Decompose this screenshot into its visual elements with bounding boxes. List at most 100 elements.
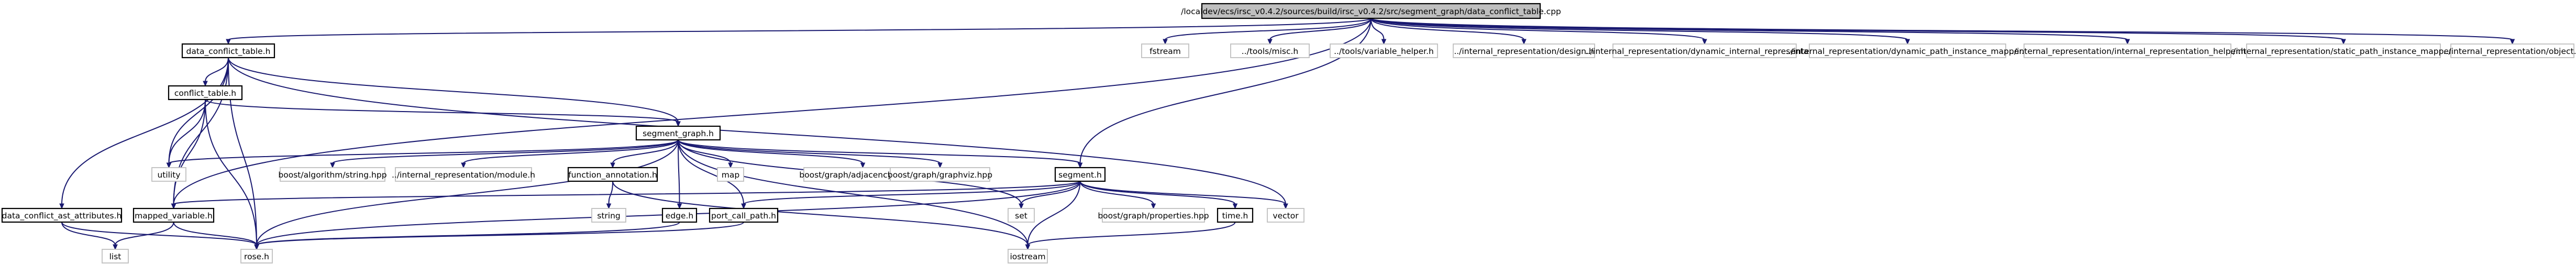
edge-segment-h-to-boost-graph-properties-hpp xyxy=(1079,181,1154,205)
edge-segment-graph-h-to-ir-module-h xyxy=(463,139,679,164)
node-set: set xyxy=(1008,208,1035,223)
node-root[interactable]: /localdev/ecs/irsc_v0.4.2/sources/build/… xyxy=(1181,3,1561,19)
edge-arrowhead-fstream xyxy=(1163,39,1168,45)
edge-segment-graph-h-to-boost-graph-adjacency-list-hpp xyxy=(678,139,864,164)
edge-segment-graph-h-to-iostream xyxy=(678,139,1029,246)
node-box-iostream xyxy=(1008,249,1048,263)
node-mapped-variable-h[interactable]: mapped_variable.h xyxy=(132,207,215,223)
node-data-conflict-ast-attributes-h[interactable]: data_conflict_ast_attributes.h xyxy=(1,207,123,223)
edge-arrowhead-tools-variable-helper-h xyxy=(1381,39,1387,45)
node-ir-dynamic-path-instance-mapper-h: ../internal_representation/dynamic_path_… xyxy=(1786,43,2029,58)
edge-conflict-table-h-to-utility xyxy=(168,99,206,164)
node-segment-h[interactable]: segment.h xyxy=(1054,167,1106,182)
edge-segment-graph-h-to-segment-h xyxy=(678,139,1081,164)
node-iostream: iostream xyxy=(1008,249,1048,263)
node-rose-h: rose.h xyxy=(240,249,273,263)
node-label-ir-internal-representation-helper-h: ../internal_representation/internal_repr… xyxy=(2009,47,2246,57)
node-label-segment-graph-h: segment_graph.h xyxy=(643,129,714,139)
node-label-conflict-table-h: conflict_table.h xyxy=(174,89,236,98)
edge-arrowhead-mapped-variable-h xyxy=(171,203,176,210)
node-label-ir-design-h: ../internal_representation/design.h xyxy=(1454,47,1594,57)
node-box-segment-h xyxy=(1054,167,1106,182)
edge-arrowhead-string xyxy=(606,203,612,210)
edge-arrowhead-segment-graph-h xyxy=(676,121,681,127)
node-box-conflict-table-h xyxy=(168,85,243,101)
node-ir-dynamic-internal-representation: ../internal_representation/dynamic_inter… xyxy=(1585,43,1824,58)
node-ir-internal-representation-helper-h: ../internal_representation/internal_repr… xyxy=(2009,43,2246,58)
node-boost-graph-graphviz-hpp: boost/graph/graphviz.hpp xyxy=(888,167,992,182)
node-label-tools-variable-helper-h: ../tools/variable_helper.h xyxy=(1334,47,1434,57)
node-box-data-conflict-ast-attributes-h xyxy=(1,207,123,223)
node-box-boost-algorithm-string-hpp xyxy=(280,167,385,182)
edge-segment-h-to-time-h xyxy=(1079,181,1236,205)
node-data-conflict-table-h[interactable]: data_conflict_table.h xyxy=(181,43,275,59)
edge-data-conflict-table-h-to-utility xyxy=(168,57,229,164)
node-box-ir-internal-representation-helper-h xyxy=(2024,43,2231,58)
node-edge-h[interactable]: edge.h xyxy=(661,207,698,223)
node-box-function-annotation-h xyxy=(567,167,658,182)
edge-arrowhead-ir-dynamic-internal-representation xyxy=(1702,39,1707,45)
node-segment-graph-h[interactable]: segment_graph.h xyxy=(635,125,721,141)
node-box-fstream xyxy=(1141,43,1189,58)
edge-root-to-tools-misc-h xyxy=(1269,18,1372,40)
node-list: list xyxy=(102,249,129,263)
edge-arrowhead-boost-algorithm-string-hpp xyxy=(330,162,335,169)
edge-arrowhead-tools-misc-h xyxy=(1267,39,1273,45)
edge-time-h-to-iostream xyxy=(1027,222,1236,246)
node-label-boost-algorithm-string-hpp: boost/algorithm/string.hpp xyxy=(278,170,386,180)
edge-segment-h-to-mapped-variable-h xyxy=(173,181,1081,205)
node-ir-static-path-instance-mapper-h: ../internal_representation/static_path_i… xyxy=(2228,43,2459,58)
node-box-tools-misc-h xyxy=(1230,43,1310,58)
node-box-edge-h xyxy=(661,207,698,223)
node-box-tools-variable-helper-h xyxy=(1330,43,1438,58)
node-box-ir-dynamic-internal-representation xyxy=(1612,43,1797,58)
node-fstream: fstream xyxy=(1141,43,1189,58)
node-box-ir-dynamic-path-instance-mapper-h xyxy=(1809,43,2006,58)
node-box-ir-module-h xyxy=(395,167,532,182)
edge-arrowhead-rose-h xyxy=(254,244,259,250)
edge-segment-graph-h-to-boost-algorithm-string-hpp xyxy=(332,139,679,164)
node-label-map: map xyxy=(722,170,739,180)
edge-arrowhead-map xyxy=(728,162,733,169)
node-time-h[interactable]: time.h xyxy=(1217,207,1254,223)
node-port-call-path-h[interactable]: port_call_path.h xyxy=(709,207,779,223)
edge-arrowhead-iostream xyxy=(1025,244,1031,250)
edge-arrowhead-edge-h xyxy=(677,203,682,210)
node-label-vector: vector xyxy=(1273,211,1299,221)
node-label-ir-object-h: ../internal_representation/object.h xyxy=(2444,47,2576,57)
node-box-segment-graph-h xyxy=(635,125,721,141)
edge-data-conflict-ast-attributes-h-to-list xyxy=(61,222,116,246)
edge-root-to-fstream xyxy=(1165,18,1372,40)
node-box-port-call-path-h xyxy=(709,207,779,223)
node-box-boost-graph-graphviz-hpp xyxy=(890,167,990,182)
edge-data-conflict-table-h-to-segment-graph-h xyxy=(228,57,679,123)
edge-arrowhead-time-h xyxy=(1232,203,1238,210)
node-box-root xyxy=(1201,3,1541,19)
edge-segment-h-to-port-call-path-h xyxy=(743,181,1081,205)
node-label-ir-module-h: ../internal_representation/module.h xyxy=(392,170,535,180)
node-function-annotation-h[interactable]: function_annotation.h xyxy=(567,167,658,182)
node-box-ir-static-path-instance-mapper-h xyxy=(2246,43,2441,58)
node-conflict-table-h[interactable]: conflict_table.h xyxy=(168,85,243,101)
node-label-ir-static-path-instance-mapper-h: ../internal_representation/static_path_i… xyxy=(2228,47,2459,57)
node-label-tools-misc-h: ../tools/misc.h xyxy=(1242,47,1298,56)
edge-root-to-mapped-variable-h xyxy=(173,18,1372,205)
edge-conflict-table-h-to-mapped-variable-h xyxy=(173,99,206,205)
node-box-time-h xyxy=(1217,207,1254,223)
edge-root-to-ir-object-h xyxy=(1370,18,2513,40)
edge-arrowhead-ir-object-h xyxy=(2509,39,2515,45)
edge-arrowhead-set xyxy=(1019,203,1024,210)
node-ir-object-h: ../internal_representation/object.h xyxy=(2444,43,2576,58)
node-ir-design-h: ../internal_representation/design.h xyxy=(1453,43,1595,58)
node-label-iostream: iostream xyxy=(1010,252,1045,261)
node-label-set: set xyxy=(1015,211,1027,221)
edge-root-to-data-conflict-table-h xyxy=(228,18,1372,40)
node-label-fstream: fstream xyxy=(1149,47,1181,56)
edge-data-conflict-table-h-to-vector xyxy=(228,57,1286,205)
edge-port-call-path-h-to-rose-h xyxy=(256,222,744,246)
node-label-mapped-variable-h: mapped_variable.h xyxy=(135,211,213,221)
node-box-list xyxy=(102,249,129,263)
node-box-utility xyxy=(151,167,186,182)
edge-conflict-table-h-to-segment-graph-h xyxy=(205,99,679,123)
